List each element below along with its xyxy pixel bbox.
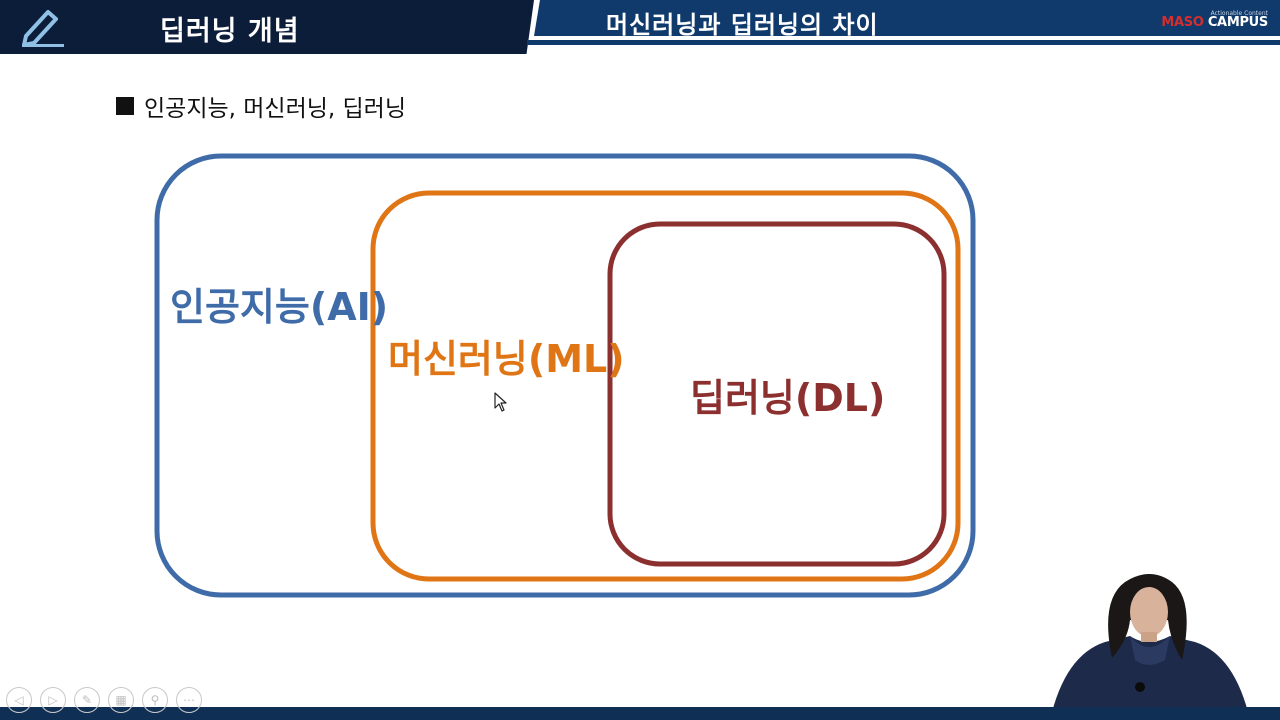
next-slide-button[interactable]: ▷ <box>40 687 66 713</box>
more-icon: ⋯ <box>183 693 195 707</box>
bullet-text: 인공지능, 머신러닝, 딥러닝 <box>144 96 407 122</box>
logo-campus: CAMPUS <box>1207 15 1268 30</box>
pen-icon: ✎ <box>81 693 93 707</box>
zoom-button[interactable]: ⚲ <box>142 687 168 713</box>
square-bullet-icon <box>116 97 134 115</box>
prev-slide-button[interactable]: ◁ <box>6 687 32 713</box>
maso-campus-logo: Actionable Content MASO CAMPUS <box>1161 10 1268 34</box>
more-options-button[interactable]: ⋯ <box>176 687 202 713</box>
player-controls: ◁ ▷ ✎ ▦ ⚲ ⋯ <box>6 687 202 713</box>
header-left-panel: 딥러닝 개념 <box>0 0 534 54</box>
bullet-heading: 인공지능, 머신러닝, 딥러닝 <box>116 89 406 123</box>
pencil-icon <box>22 10 64 47</box>
ai-label: 인공지능(AI) <box>170 285 389 329</box>
presenter-webcam <box>1050 574 1250 720</box>
dl-label: 딥러닝(DL) <box>690 376 886 420</box>
logo-maso: MASO <box>1161 15 1204 30</box>
bottom-bar <box>0 707 1280 720</box>
ml-label: 머신러닝(ML) <box>388 337 625 381</box>
slides-icon: ▦ <box>115 693 127 707</box>
header-stripe <box>527 40 1280 45</box>
section-title: 딥러닝 개념 <box>160 16 300 47</box>
prev-icon: ◁ <box>14 693 24 707</box>
header-right-panel <box>534 0 1280 36</box>
pen-tool-button[interactable]: ✎ <box>74 687 100 713</box>
mouse-cursor-icon <box>494 392 507 412</box>
slide-header: 딥러닝 개념 머신러닝과 딥러닝의 차이 Actionable Content … <box>0 0 1280 54</box>
zoom-icon: ⚲ <box>150 693 160 707</box>
slide-title: 머신러닝과 딥러닝의 차이 <box>606 11 879 39</box>
logo-tagline: Actionable Content <box>1210 10 1268 17</box>
next-icon: ▷ <box>48 693 58 707</box>
logo-text: MASO CAMPUS <box>1161 15 1268 30</box>
slides-overview-button[interactable]: ▦ <box>108 687 134 713</box>
